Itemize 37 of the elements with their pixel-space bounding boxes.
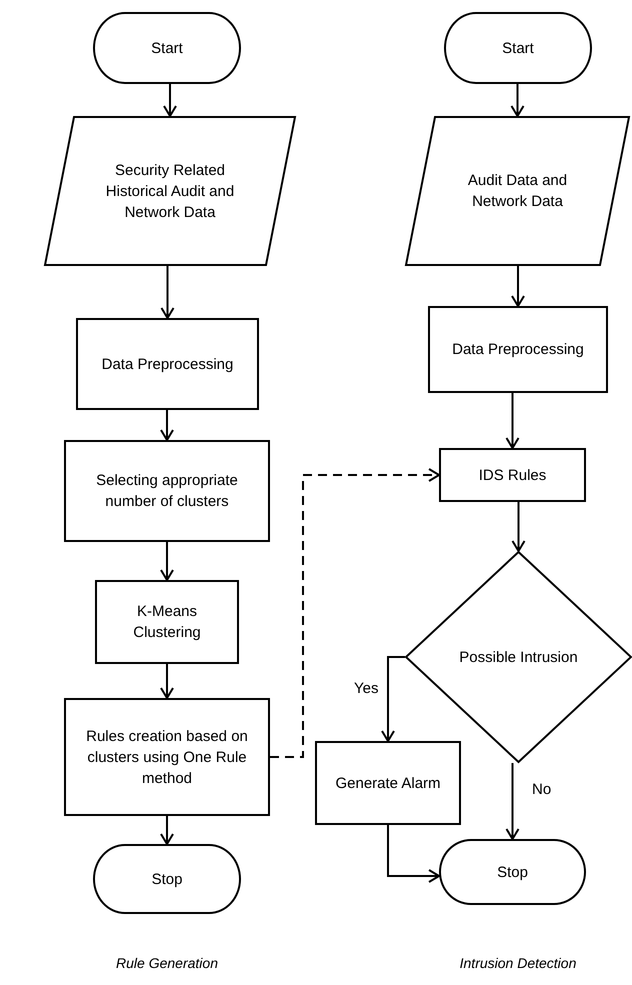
node-label: Data Preprocessing [452, 340, 584, 360]
process-box [95, 580, 239, 664]
arrow [160, 410, 174, 441]
process-box [64, 440, 270, 542]
column-caption: Rule Generation [116, 955, 218, 971]
process-box [428, 306, 608, 393]
node-label: Audit Data and Network Data [466, 171, 568, 212]
node-label: Stop [152, 870, 182, 890]
node-label: Possible Intrusion [459, 648, 578, 668]
arrow [163, 84, 177, 117]
dashed-arrow [270, 468, 440, 758]
arrow [511, 266, 525, 307]
node-label: K-Means Clustering [132, 602, 202, 643]
arrow [506, 393, 520, 449]
process-box [315, 741, 461, 825]
arrow [381, 656, 405, 742]
node-label: Stop [497, 862, 528, 882]
arrow [387, 825, 440, 883]
node-label: Start [502, 38, 534, 58]
process-box [439, 448, 586, 502]
process-box [76, 318, 259, 410]
column-caption: Intrusion Detection [460, 955, 576, 971]
arrow [160, 542, 174, 581]
node-label: IDS Rules [478, 466, 546, 486]
node-label: Security Related Historical Audit and Network Data [104, 160, 236, 222]
node-label: Selecting appropriate number of clusters [95, 471, 239, 512]
node-label: Rules creation based on clusters using One Rule method [85, 726, 249, 788]
arrow [160, 664, 174, 699]
node-label: Generate Alarm [335, 774, 441, 794]
arrow [160, 816, 174, 845]
node-label: Data Preprocessing [102, 354, 234, 374]
node-label: Start [151, 38, 183, 58]
process-box [64, 698, 270, 816]
arrow [506, 763, 520, 840]
arrow [160, 266, 174, 319]
arrow [510, 84, 524, 117]
arrow [512, 502, 526, 552]
